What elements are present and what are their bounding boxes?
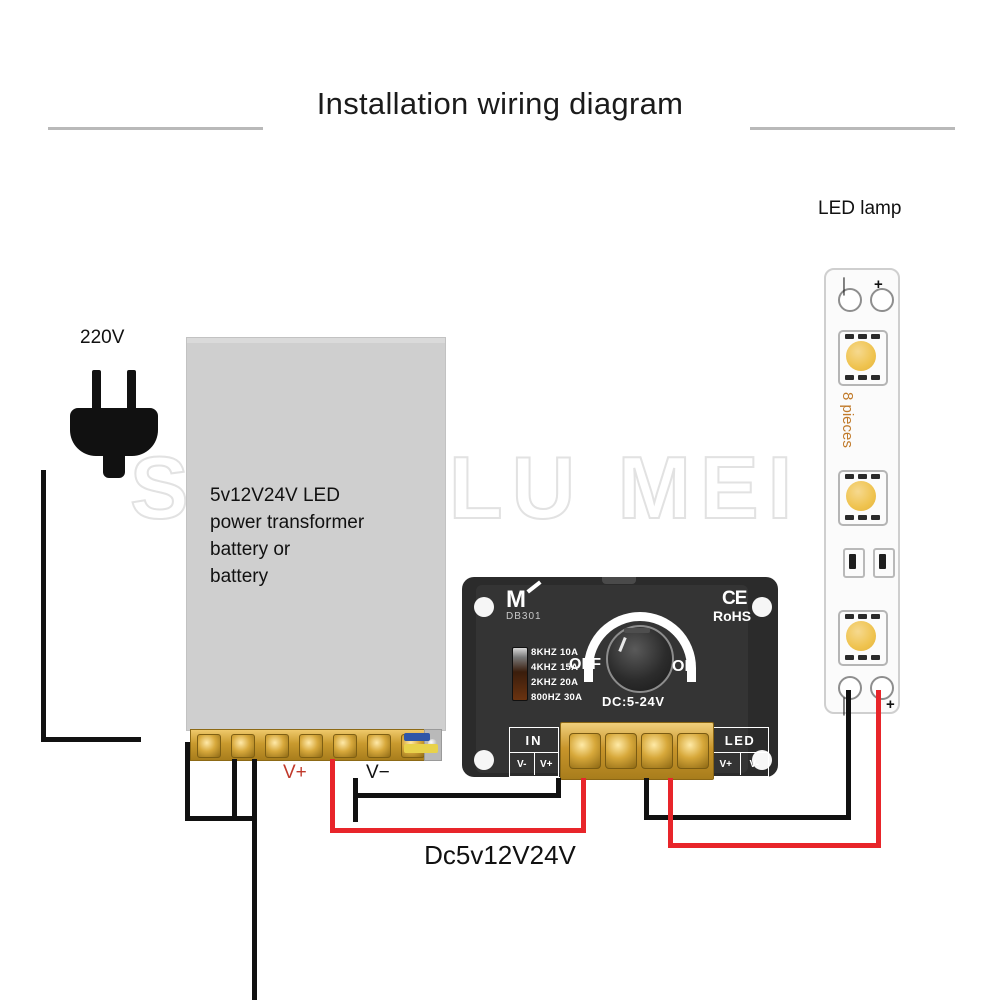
led-lamp-label: LED lamp <box>818 198 902 219</box>
wire-led-black-horizontal <box>644 815 851 820</box>
psu-line-2: power transformer <box>210 512 365 533</box>
knob-off-label: OFF <box>569 656 601 673</box>
output-voltage-label: Dc5v12V24V <box>424 840 576 870</box>
wire-psu-black-2 <box>252 759 257 821</box>
output-terminal-right: V- <box>739 753 769 775</box>
dimmer-model-number: DB301 <box>506 611 542 622</box>
power-plug-icon <box>70 370 158 480</box>
input-terminal-right: V+ <box>533 753 559 775</box>
psu-yellow-marker <box>404 744 438 753</box>
v-plus-label: V+ <box>283 762 307 783</box>
wire-vminus-black-to-dimmer <box>556 778 561 798</box>
psu-line-1: 5v12V24V LED <box>210 485 340 506</box>
led-strip-resistor <box>843 548 865 578</box>
frequency-option: 800HZ 30A <box>531 692 583 703</box>
output-terminal-left: V+ <box>719 758 732 770</box>
led-pad-plus-sign-top: + <box>874 276 883 293</box>
title-rule-right <box>750 127 955 130</box>
psu-blue-marker <box>404 733 430 741</box>
wire-vplus-red-to-dimmer <box>581 778 586 833</box>
wire-psu-black-2-down <box>252 816 257 1000</box>
wire-vplus-red-horizontal <box>330 828 586 833</box>
led-strip-pad-plus-bottom <box>870 676 894 700</box>
led-pad-minus-sign-bottom: │ <box>840 698 850 715</box>
output-terminal-title: LED <box>724 732 756 748</box>
mains-voltage-label: 220V <box>80 327 125 348</box>
led-strip-pad-minus-top <box>838 288 862 312</box>
power-supply-body <box>186 337 446 731</box>
v-minus-label: V− <box>366 762 390 783</box>
wire-vplus-red-from-psu <box>330 759 335 833</box>
led-strip-resistor <box>873 548 895 578</box>
dimmer-mount-hole <box>474 750 494 770</box>
ce-mark-icon: CE <box>722 588 747 609</box>
frequency-option: 4KHZ 15A <box>531 662 579 673</box>
mains-cord-horizontal <box>41 737 141 742</box>
led-pad-plus-sign-bottom: + <box>886 696 895 713</box>
psu-terminal-block <box>190 729 442 761</box>
input-terminal-legend: IN V- V+ <box>509 727 559 777</box>
wire-psu-black-down <box>185 742 190 821</box>
frequency-dip-switch[interactable] <box>512 647 528 701</box>
wire-led-black-down <box>644 778 649 820</box>
wire-led-red-up-to-strip <box>876 690 881 848</box>
power-supply-description: 5v12V24V LED power transformer battery o… <box>210 482 440 590</box>
frequency-option: 8KHZ 10A <box>531 647 579 658</box>
led-pieces-label: 8 pieces <box>839 392 856 448</box>
brightness-knob[interactable] <box>606 625 674 693</box>
dimmer-mount-hole <box>752 597 772 617</box>
dimmer-mount-hole <box>752 750 772 770</box>
wire-led-black-up-to-strip <box>846 690 851 820</box>
led-chip <box>838 470 888 526</box>
led-chip <box>838 610 888 666</box>
psu-line-4: battery <box>210 566 269 587</box>
dimmer-voltage-rating: DC:5-24V <box>602 694 665 709</box>
mains-cord-vertical <box>41 470 46 742</box>
led-strip-pad-minus-bottom <box>838 676 862 700</box>
wire-led-red-horizontal <box>668 843 881 848</box>
psu-line-3: battery or <box>210 539 291 560</box>
output-terminal-legend: LED V+ V- <box>711 727 769 777</box>
rohs-mark-icon: RoHS <box>713 608 752 624</box>
led-strip-pad-plus-top <box>870 288 894 312</box>
brand-logo: M <box>506 586 526 613</box>
frequency-options-list: 8KHZ 10A 4KHZ 15A 2KHZ 20A 800HZ 30A <box>531 645 582 705</box>
knob-on-label: ON <box>672 658 696 675</box>
dimmer-terminal-block <box>560 722 714 780</box>
title-rule-left <box>48 127 263 130</box>
wire-vminus-black-seg <box>353 778 358 822</box>
page-title: Installation wiring diagram <box>316 86 684 121</box>
led-pad-minus-sign-top: │ <box>840 278 850 295</box>
wire-vminus-black-horizontal <box>353 793 561 798</box>
wire-psu-black-join <box>185 816 257 821</box>
input-terminal-title: IN <box>525 732 543 748</box>
led-chip <box>838 330 888 386</box>
dimmer-mount-hole <box>474 597 494 617</box>
input-terminal-left: V- <box>517 758 527 770</box>
wire-psu-left-black-v <box>232 759 237 821</box>
knob-range-arc <box>584 612 696 682</box>
frequency-option: 2KHZ 20A <box>531 677 579 688</box>
knob-top-slot <box>624 628 650 633</box>
wire-led-red-down <box>668 778 673 848</box>
